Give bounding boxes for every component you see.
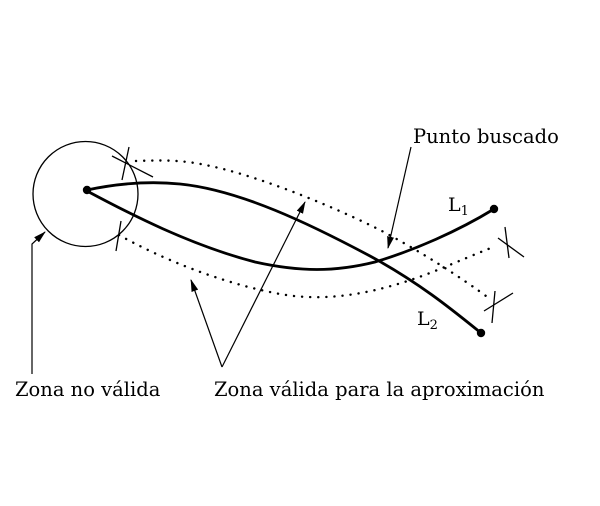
zona-no-valida-label: Zona no válida (15, 378, 161, 401)
hatch-mark-lower-left (115, 220, 122, 252)
zona-valida-label: Zona válida para la aproximación (214, 378, 545, 401)
zona-valida-arrow-left (190, 279, 223, 368)
zona-valida-arrow-right (221, 201, 306, 368)
punto-buscado-label: Punto buscado (413, 125, 559, 148)
l2-label: L2 (417, 308, 438, 333)
hatch-mark-upper-left (111, 146, 154, 181)
l1-label-base: L (448, 194, 461, 216)
l1-endpoint-dot (489, 204, 499, 214)
curve-l2-path (85, 181, 483, 335)
invalid-zone-circle (32, 140, 139, 248)
curve-l1-path (85, 189, 496, 271)
hatch-mark-lower-right (483, 290, 514, 324)
l1-label-sub: 1 (461, 204, 469, 219)
l2-label-sub: 2 (430, 318, 438, 333)
l1-label: L1 (448, 194, 469, 219)
dotted-boundary-lower (117, 233, 498, 299)
l2-endpoint-dot (476, 328, 486, 338)
hatch-mark-upper-right (497, 226, 525, 259)
zona-no-valida-arrow (31, 231, 46, 374)
punto-buscado-arrow (387, 146, 412, 249)
l2-label-base: L (417, 308, 430, 330)
dotted-boundary-upper (134, 159, 492, 301)
